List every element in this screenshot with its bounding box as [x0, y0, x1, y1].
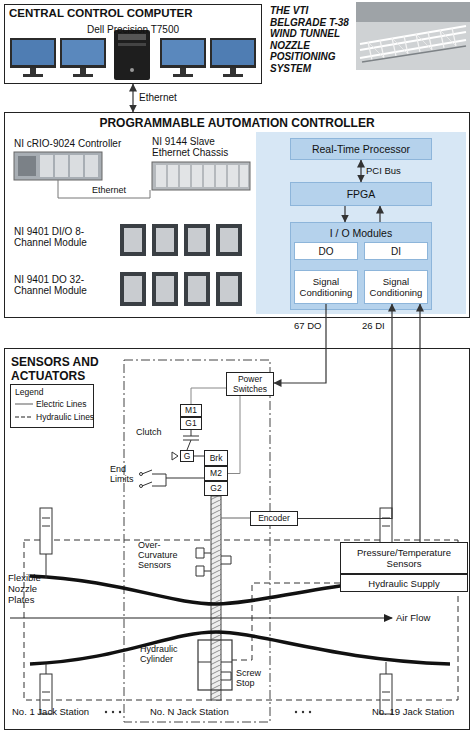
node-text: G1	[185, 419, 196, 428]
gear-box: G2	[204, 481, 228, 496]
node-text: CENTRAL CONTROL COMPUTER	[9, 7, 193, 19]
label-text: Air Flow	[396, 612, 456, 623]
node-text: I / O Modules	[291, 227, 431, 239]
gear-box: G1	[180, 417, 202, 430]
electric-wire	[228, 396, 240, 474]
signal-connector	[298, 304, 392, 519]
node-text: M2	[210, 469, 222, 478]
motor-box: M2	[204, 466, 228, 481]
label-text: NI 9401 DI/O 8-Channel Module	[14, 226, 114, 248]
node-text: FPGA	[347, 188, 376, 200]
label-text: Screw Stop	[236, 668, 270, 688]
electric-wire	[191, 388, 226, 404]
node-text: G2	[210, 484, 221, 493]
node-text: G	[184, 452, 191, 461]
legend-text: Hydraulic Lines	[36, 412, 94, 422]
label-text: Flexible Nozzle Plates	[8, 572, 54, 605]
legend-sample	[15, 414, 33, 420]
node-text: DI	[391, 246, 401, 257]
legend-row: Electric Lines	[15, 399, 87, 409]
node-text: Legend	[15, 387, 43, 397]
label-text: Over-Curvature Sensors	[138, 540, 190, 570]
label-text: Hydraulic Cylinder	[140, 644, 194, 664]
edge-label: PCI Bus	[366, 165, 401, 176]
legend-text: Electric Lines	[36, 399, 87, 409]
node-text: Real-Time Processor	[312, 143, 410, 155]
motor-box: M1	[180, 404, 202, 417]
node-text: Hydraulic Supply	[368, 578, 439, 589]
node-text: SENSORS AND ACTUATORS	[11, 355, 111, 383]
node-text: M1	[185, 406, 197, 415]
switch-box: Power Switches	[226, 372, 274, 396]
label-text: 26 DI	[362, 320, 402, 331]
sensor-box: Pressure/Temperature Sensors	[340, 542, 468, 574]
node-text: Pressure/Temperature Sensors	[341, 547, 467, 569]
node-text: Encoder	[258, 514, 290, 523]
supply-box: Hydraulic Supply	[340, 574, 468, 592]
io-modules-box: I / O ModulesDO DI Signal Conditioning Sign…	[290, 222, 432, 310]
node-text: Power Switches	[227, 374, 273, 394]
node-text: Dell Precision T7500	[5, 24, 261, 35]
signal-connector	[379, 206, 380, 222]
generator-box: G	[180, 450, 194, 462]
conditioning-box: Signal Conditioning	[294, 270, 358, 304]
input-box: DI	[364, 242, 428, 260]
computer-box: CENTRAL CONTROL COMPUTER Dell Precision T…	[4, 4, 262, 84]
photo	[356, 2, 470, 70]
title-text: THE VTI BELGRADE T-38 WIND TUNNEL NOZZLE…	[270, 5, 356, 74]
label-text: Clutch	[136, 427, 176, 437]
signal-connector	[360, 160, 361, 182]
label-text: NI 9144 Slave Ethernet Chassis	[152, 136, 252, 158]
signal-connector	[344, 206, 345, 222]
node-text: PROGRAMMABLE AUTOMATION CONTROLLER	[5, 116, 469, 130]
node-text: DO	[319, 246, 334, 257]
label-text: NI cRIO-9024 Controller	[14, 138, 154, 149]
label-text: Ethernet	[92, 185, 142, 195]
signal-connector	[419, 304, 420, 542]
node-text: Brk	[210, 454, 223, 463]
encoder-box: Encoder	[250, 511, 298, 526]
legend-box: LegendElectric LinesHydraulic Lines	[10, 384, 94, 428]
fpga-box: FPGA	[290, 182, 432, 206]
computer-illustration	[10, 30, 256, 80]
brake-box: Brk	[204, 450, 228, 466]
node-text: Signal Conditioning	[365, 276, 427, 298]
output-box: DO	[294, 242, 358, 260]
label-text: No. 1 Jack Station	[12, 706, 112, 717]
mechanism	[10, 360, 458, 722]
label-text: No. N Jack Station	[150, 706, 250, 717]
legend-sample	[15, 401, 33, 407]
legend-line	[15, 403, 33, 404]
label-text: NI 9401 DO 32-Channel Module	[14, 274, 114, 296]
node-text: Signal Conditioning	[295, 276, 357, 298]
label-text: No. 19 Jack Station	[372, 706, 472, 717]
label-text: 67 DO	[294, 320, 334, 331]
signal-connector	[132, 84, 133, 112]
edge-label: Ethernet	[139, 92, 177, 103]
controller-hardware	[14, 132, 466, 314]
processor-box: Real-Time Processor	[290, 138, 432, 160]
conditioning-box: Signal Conditioning	[364, 270, 428, 304]
legend-row: Hydraulic Lines	[15, 412, 94, 422]
label-text: End Limits	[110, 464, 142, 484]
legend-line	[15, 416, 33, 417]
signal-connector	[274, 304, 326, 383]
